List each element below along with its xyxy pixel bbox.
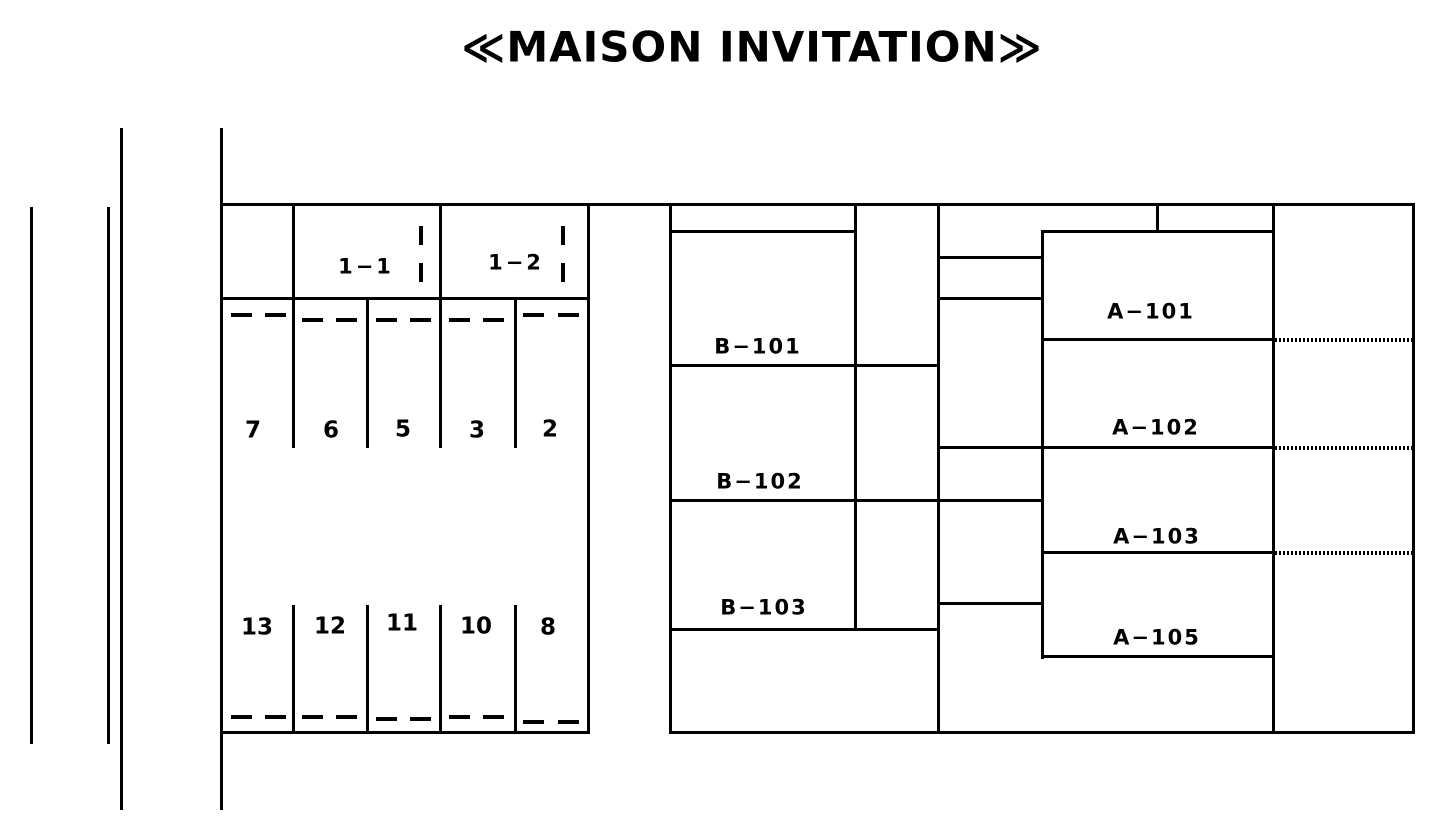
label-unit-b101: B−101 [714, 334, 802, 359]
stall-entry-dash [231, 715, 252, 719]
label-spot-8: 8 [539, 614, 557, 641]
label-unit-a103: A−103 [1113, 524, 1201, 549]
carport-divider-1 [292, 203, 295, 448]
stall-entry-dash [483, 715, 504, 719]
stall-entry-dash [449, 318, 470, 322]
bottom-boundary-east [669, 731, 1415, 734]
page-title: ≪MAISON INVITATION≫ [461, 22, 1043, 72]
label-spot-13: 13 [240, 614, 274, 641]
top-boundary [220, 203, 1415, 206]
balcony-dotted-3 [1275, 551, 1412, 555]
corridor-west-wall [937, 203, 940, 734]
a-east-wall [1272, 203, 1275, 734]
site-line-left-inner [107, 207, 110, 744]
label-unit-a102: A−102 [1112, 415, 1200, 440]
b-top-inner-line [669, 230, 857, 233]
stall-entry-dash [449, 715, 470, 719]
a-105-floor-line [1041, 655, 1275, 658]
parking-west-wall [220, 128, 223, 810]
stall-entry-dash [558, 313, 579, 317]
label-spot-3: 3 [468, 417, 486, 444]
stall-entry-dash [523, 720, 544, 724]
site-line-far-left [30, 207, 33, 744]
label-spot-12: 12 [313, 613, 347, 640]
b-west-wall [669, 203, 672, 734]
parking-row-line [220, 297, 590, 300]
label-spot-10: 10 [459, 613, 493, 640]
stall-entry-dash [376, 318, 397, 322]
stall-divider-low-3 [439, 605, 442, 734]
stall-divider-low-4 [514, 605, 517, 734]
a-101-floor-line [1041, 338, 1275, 341]
a-103-floor-line [1041, 551, 1275, 554]
parking-east-wall [587, 203, 590, 734]
carport-door-dash [561, 226, 565, 245]
label-unit-b103: B−103 [720, 595, 808, 620]
stall-entry-dash [302, 715, 323, 719]
stall-entry-dash [376, 717, 397, 721]
a-west-wall [1041, 230, 1044, 659]
b-east-divider [854, 203, 857, 631]
label-spot-7: 7 [244, 417, 262, 444]
carport-divider-2 [439, 203, 442, 448]
parking-bottom-line [220, 731, 590, 734]
corridor-line-3 [937, 446, 1275, 449]
stall-entry-dash [523, 313, 544, 317]
stall-entry-dash [265, 313, 286, 317]
carport-door-dash [561, 263, 565, 282]
label-spot-11: 11 [385, 610, 419, 637]
stall-entry-dash [265, 715, 286, 719]
a-top-connector [1156, 203, 1159, 233]
label-carport-1-1: 1−1 [338, 254, 394, 279]
balcony-dotted-1 [1275, 338, 1412, 342]
carport-door-dash [419, 226, 423, 245]
stall-entry-dash [336, 715, 357, 719]
stall-divider-low-1 [292, 605, 295, 734]
stall-entry-dash [231, 313, 252, 317]
label-spot-6: 6 [322, 417, 340, 444]
stall-entry-dash [410, 318, 431, 322]
b-101-floor-line [669, 364, 940, 367]
stall-entry-dash [302, 318, 323, 322]
label-unit-a105: A−105 [1113, 625, 1201, 650]
carport-door-dash [419, 263, 423, 282]
label-unit-a101: A−101 [1107, 299, 1195, 324]
stall-entry-dash [483, 318, 504, 322]
stall-divider-low-2 [366, 605, 369, 734]
road-line-left [120, 128, 123, 810]
stall-entry-dash [558, 720, 579, 724]
stall-divider-up-2 [366, 297, 369, 448]
balcony-dotted-2 [1275, 446, 1412, 450]
corridor-line-4 [937, 602, 1044, 605]
corridor-line-1 [937, 256, 1044, 259]
label-spot-2: 2 [541, 416, 559, 443]
east-boundary [1412, 203, 1415, 734]
stall-entry-dash [410, 717, 431, 721]
b-103-floor-line [669, 628, 940, 631]
label-unit-b102: B−102 [716, 469, 804, 494]
stall-divider-up-4 [514, 297, 517, 448]
label-spot-5: 5 [394, 416, 412, 443]
label-carport-1-2: 1−2 [488, 250, 544, 275]
corridor-line-2 [937, 297, 1044, 300]
stall-entry-dash [336, 318, 357, 322]
b-102-floor-line [669, 499, 1044, 502]
